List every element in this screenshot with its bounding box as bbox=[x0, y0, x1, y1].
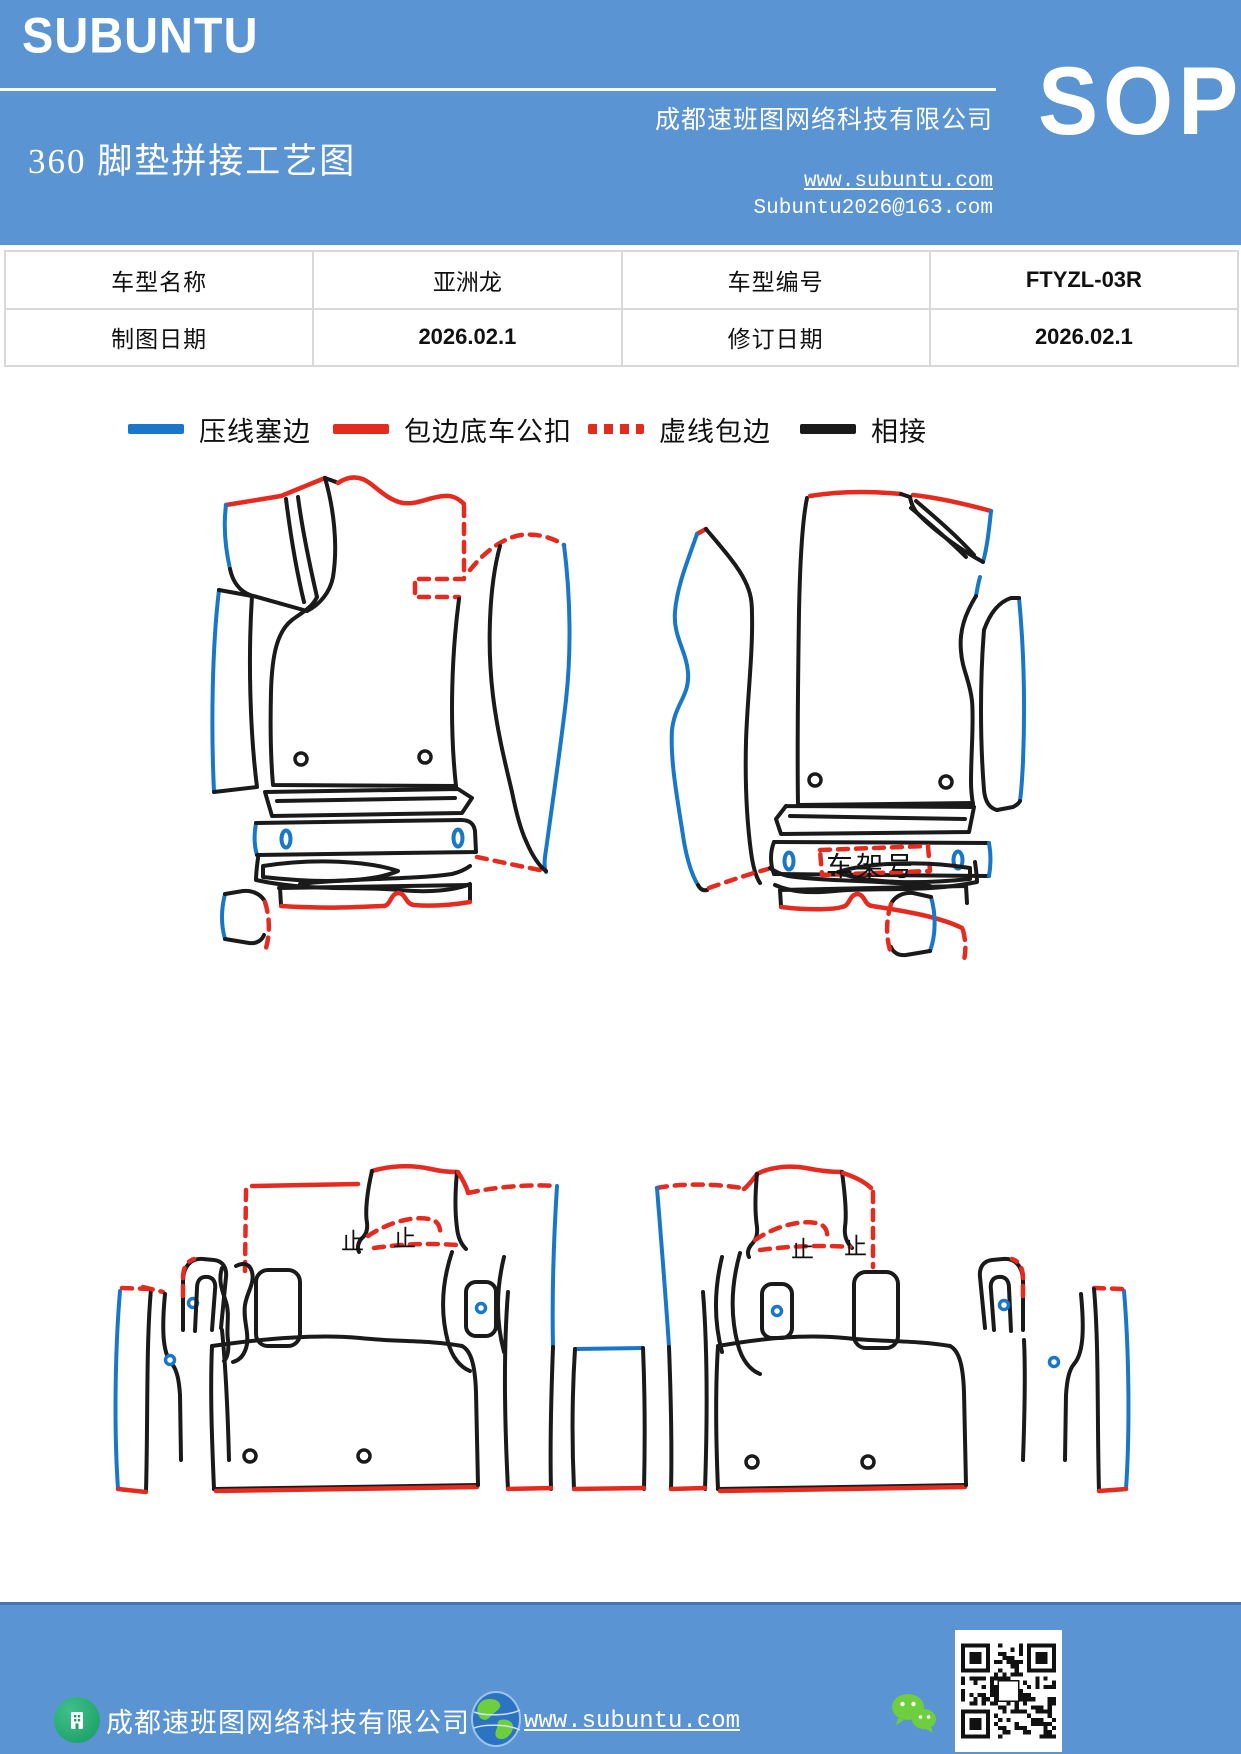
stop-mark: 止 bbox=[844, 1234, 867, 1259]
vehicle-info-table: 车型名称 亚洲龙 车型编号 FTYZL-03R 制图日期 2026.02.1 修… bbox=[4, 250, 1239, 367]
brand-logo: SUBUNTU bbox=[22, 7, 259, 64]
stop-mark: 止 bbox=[393, 1226, 416, 1251]
red-dashed-swatch bbox=[588, 424, 644, 434]
legend-label: 压线塞边 bbox=[199, 416, 311, 447]
globe-icon bbox=[470, 1690, 522, 1748]
footer-band: 成都速班图网络科技有限公司 www.subuntu.com bbox=[0, 1602, 1241, 1754]
model-code-value: FTYZL-03R bbox=[929, 251, 1238, 309]
blue-line-swatch bbox=[128, 424, 184, 434]
front-mat-left-diagram bbox=[210, 475, 572, 951]
legend-item-blue-line: 压线塞边 bbox=[128, 405, 311, 453]
footer-company-name: 成都速班图网络科技有限公司 bbox=[106, 1708, 470, 1738]
model-name-value: 亚洲龙 bbox=[313, 251, 622, 309]
legend-item-dashed-line: 虚线包边 bbox=[588, 405, 771, 453]
header-band: SUBUNTU 360 脚垫拼接工艺图 成都速班图网络科技有限公司 www.su… bbox=[0, 0, 1241, 245]
legend-label: 虚线包边 bbox=[659, 416, 771, 447]
black-line-swatch bbox=[800, 424, 856, 434]
line-legend: 压线塞边 包边底车公扣 虚线包边 相接 bbox=[0, 405, 1241, 453]
draw-date-value: 2026.02.1 bbox=[313, 308, 622, 366]
legend-item-red-line: 包边底车公扣 bbox=[333, 405, 572, 453]
legend-label: 相接 bbox=[871, 416, 927, 447]
header-company-name: 成都速班图网络科技有限公司 bbox=[654, 107, 993, 134]
sop-badge: SOP bbox=[1038, 47, 1241, 155]
revise-date-value: 2026.02.1 bbox=[929, 308, 1238, 366]
model-name-label: 车型名称 bbox=[5, 251, 314, 309]
wechat-icon bbox=[888, 1691, 940, 1737]
legend-label: 包边底车公扣 bbox=[404, 416, 572, 447]
header-email: Subuntu2026@163.com bbox=[753, 197, 993, 220]
header-divider bbox=[0, 88, 996, 91]
model-code-label: 车型编号 bbox=[621, 251, 930, 309]
footer-website-link[interactable]: www.subuntu.com bbox=[524, 1708, 741, 1735]
stop-mark: 止 bbox=[341, 1229, 364, 1254]
qr-code bbox=[955, 1630, 1062, 1752]
rear-mat-left-diagram bbox=[113, 1164, 647, 1495]
revise-date-label: 修订日期 bbox=[621, 308, 930, 366]
vin-number-label: 车架号 bbox=[826, 852, 916, 882]
company-building-icon bbox=[54, 1697, 100, 1743]
draw-date-label: 制图日期 bbox=[5, 308, 314, 366]
page-title: 360 脚垫拼接工艺图 bbox=[28, 142, 357, 181]
legend-item-black-line: 相接 bbox=[800, 405, 927, 453]
front-mat-right-diagram bbox=[669, 489, 1026, 963]
header-website-link[interactable]: www.subuntu.com bbox=[803, 170, 993, 193]
red-line-swatch bbox=[333, 424, 389, 434]
rear-mat-right-diagram bbox=[654, 1164, 1131, 1494]
stop-mark: 止 bbox=[791, 1237, 814, 1262]
